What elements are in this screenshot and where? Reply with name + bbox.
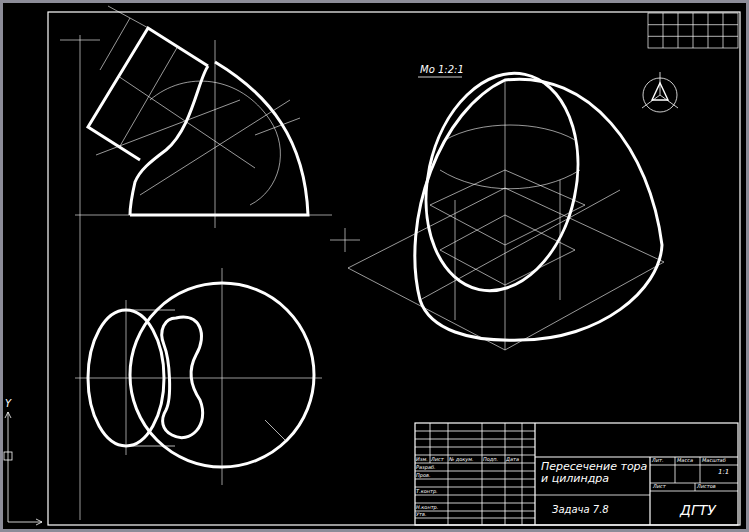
- drawing-text: Н.контр.: [416, 505, 438, 511]
- drawing-text: Разраб.: [416, 465, 436, 471]
- drawing-text: Лит.: [652, 458, 664, 464]
- drawing-text: Пров.: [416, 473, 431, 479]
- drawing-text: № докум.: [449, 457, 474, 463]
- drawing-text: Т.контр.: [416, 489, 438, 495]
- drawing-text: Задача 7.8: [552, 504, 609, 515]
- drawing-text: Дата: [506, 457, 519, 463]
- drawing-text: Изм.: [416, 457, 428, 463]
- drawing-text: Подп.: [483, 457, 498, 463]
- drawing-text: Мо 1:2:1: [420, 64, 464, 75]
- drawing-text: Y: [5, 398, 11, 409]
- drawing-text: 1:1: [718, 469, 729, 477]
- drawing-text: Масштаб: [702, 458, 726, 464]
- drawing-text: Лист: [653, 484, 666, 490]
- drawing-text: ДГТУ: [680, 503, 716, 518]
- drawing-text: Листов: [697, 484, 716, 490]
- drawing-text: Лист: [431, 457, 444, 463]
- drawing-text: Масса: [677, 458, 693, 464]
- drawing-text: Утв.: [416, 512, 427, 518]
- drawing-text: Пересечение тора и цилиндра: [541, 461, 649, 485]
